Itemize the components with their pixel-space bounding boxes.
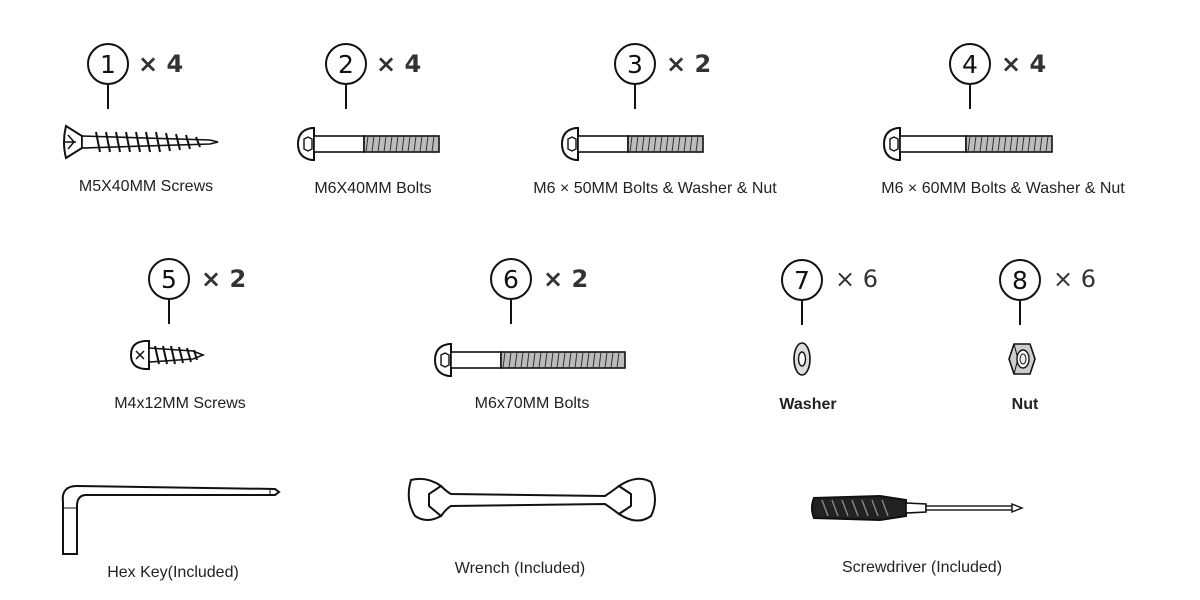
part-label-4: M6 × 60MM Bolts & Washer & Nut [881,180,1125,197]
part-label-6: M6x70MM Bolts [474,395,590,412]
leader-line [510,300,512,324]
pan-head-screw-icon [129,340,206,370]
tool-label-hex-key: Hex Key(Included) [107,564,239,581]
quantity-1: × 4 [138,50,184,78]
washer-icon [793,342,811,376]
part-label-3: M6 × 50MM Bolts & Washer & Nut [533,180,777,197]
callout-number-4: 4 [949,43,991,85]
bolt-icon [296,127,440,161]
bolt-icon [433,343,626,377]
wood-screw-icon [63,124,219,160]
hex-key-icon [61,484,281,555]
callout-number-7: 7 [781,259,823,301]
callout-number-8: 8 [999,259,1041,301]
tool-label-wrench: Wrench (Included) [454,560,586,577]
leader-line [107,85,109,109]
leader-line [634,85,636,109]
quantity-8: × 6 [1053,265,1097,293]
callout-number-1: 1 [87,43,129,85]
callout-number-2: 2 [325,43,367,85]
bolt-icon [560,127,704,161]
quantity-7: × 6 [835,265,879,293]
screwdriver-icon [811,494,1024,522]
part-label-7: Washer [779,396,837,413]
quantity-3: × 2 [666,50,712,78]
leader-line [345,85,347,109]
bolt-icon [882,127,1053,161]
part-label-5: M4x12MM Screws [114,395,246,412]
callout-number-6: 6 [490,258,532,300]
part-label-8: Nut [1011,396,1039,413]
quantity-6: × 2 [543,265,589,293]
callout-number-3: 3 [614,43,656,85]
wrench-icon [407,477,656,522]
leader-line [1019,301,1021,325]
hex-nut-icon [1008,343,1036,375]
callout-number-5: 5 [148,258,190,300]
leader-line [969,85,971,109]
quantity-4: × 4 [1001,50,1047,78]
quantity-2: × 4 [376,50,422,78]
part-label-2: M6X40MM Bolts [314,180,432,197]
part-label-1: M5X40MM Screws [78,178,214,195]
leader-line [801,301,803,325]
tool-label-screwdriver: Screwdriver (Included) [841,559,1003,576]
quantity-5: × 2 [201,265,247,293]
leader-line [168,300,170,324]
